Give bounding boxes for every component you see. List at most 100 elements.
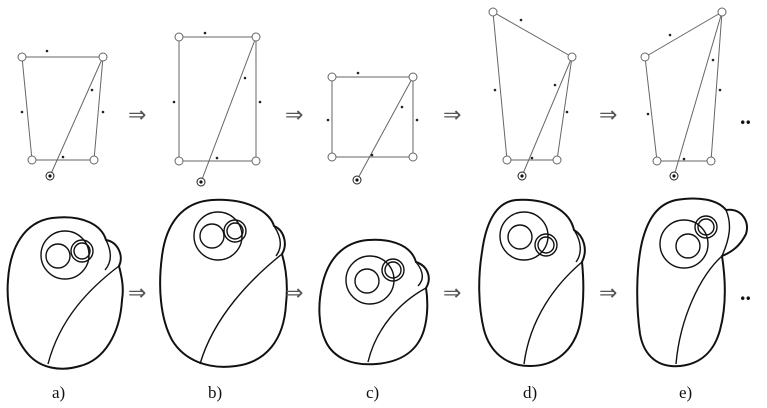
anchor-center xyxy=(520,174,524,178)
shape-outline xyxy=(6,216,124,370)
panel-label-c: c) xyxy=(366,383,379,402)
edge-midpoint xyxy=(519,18,523,22)
cage-outline xyxy=(21,56,104,161)
cage-diagonal xyxy=(356,76,414,181)
arrow-c-d: ⇒ xyxy=(443,281,461,306)
edge-midpoint xyxy=(61,155,65,159)
anchor-center xyxy=(48,174,52,178)
edge-midpoint xyxy=(370,153,374,157)
edge-midpoint xyxy=(203,31,207,35)
cage-vertex xyxy=(488,7,498,17)
edge-midpoint xyxy=(718,88,722,92)
ring-outer xyxy=(223,219,247,243)
inner-circle xyxy=(45,243,71,269)
cage-vertex xyxy=(327,72,337,82)
arrow-c-d: ⇒ xyxy=(443,103,461,128)
outer-circle xyxy=(659,219,709,269)
edge-midpoint xyxy=(243,76,247,80)
cage-vertex xyxy=(327,152,337,162)
edge-midpoint xyxy=(668,33,672,37)
ring-inner xyxy=(73,242,91,260)
cage-vertex xyxy=(717,7,727,17)
cage-vertex xyxy=(89,155,99,165)
continuation-dots: .. xyxy=(740,104,751,129)
edge-midpoint xyxy=(400,105,404,109)
cage-vertex xyxy=(502,155,512,165)
edge-midpoint xyxy=(172,100,176,104)
inner-circle xyxy=(507,224,533,250)
outer-circle xyxy=(193,211,243,261)
cage-vertex xyxy=(408,72,418,82)
cage-vertex xyxy=(251,32,261,42)
cage-d xyxy=(488,7,577,181)
cage-vertex xyxy=(567,52,577,62)
inner-circle xyxy=(675,233,701,259)
cage-b xyxy=(172,31,262,187)
cage-vertex xyxy=(640,52,650,62)
shape-bump xyxy=(415,261,423,287)
shape-e xyxy=(636,197,748,368)
cage-vertex xyxy=(552,155,562,165)
cage-diagonal xyxy=(521,56,573,177)
shape-inner-curve xyxy=(675,255,723,365)
ring-inner xyxy=(697,218,715,236)
cage-vertex xyxy=(408,152,418,162)
cage-a xyxy=(17,49,108,181)
edge-midpoint xyxy=(356,71,360,75)
shape-bump xyxy=(573,229,581,263)
arrow-b-c: ⇒ xyxy=(285,103,303,128)
shape-inner-curve xyxy=(199,253,283,365)
ring-outer xyxy=(381,258,405,282)
shape-outline xyxy=(478,198,586,368)
shape-inner-curve xyxy=(47,265,120,365)
shape-bump xyxy=(721,209,731,257)
anchor-center xyxy=(199,180,203,184)
edge-midpoint xyxy=(258,100,262,104)
cage-vertex xyxy=(652,156,662,166)
cage-diagonal xyxy=(673,11,723,177)
cage-vertex xyxy=(17,52,27,62)
edge-midpoint xyxy=(646,112,650,116)
cage-c xyxy=(326,71,419,185)
panel-label-b: b) xyxy=(208,383,222,402)
edge-midpoint xyxy=(90,88,94,92)
shape-inner-curve xyxy=(523,261,583,365)
edge-midpoint xyxy=(493,88,497,92)
edge-midpoint xyxy=(326,118,330,122)
cage-outline xyxy=(178,36,257,162)
shape-outline xyxy=(318,238,430,366)
edge-midpoint xyxy=(45,49,49,53)
shape-d xyxy=(478,198,586,368)
outer-circle xyxy=(40,230,90,280)
shape-bump xyxy=(104,239,112,271)
panel-label-a: a) xyxy=(52,383,65,402)
edge-midpoint xyxy=(553,83,557,87)
shape-a xyxy=(6,216,124,370)
arrow-a-b: ⇒ xyxy=(128,103,146,128)
edge-midpoint xyxy=(711,58,715,62)
inner-circle xyxy=(354,268,380,294)
anchor-center xyxy=(355,178,359,182)
cage-vertex xyxy=(706,156,716,166)
edge-midpoint xyxy=(530,156,534,160)
shape-inner-curve xyxy=(367,287,427,363)
edge-midpoint xyxy=(415,118,419,122)
outer-circle xyxy=(345,255,395,305)
shape-c xyxy=(318,238,430,366)
cage-e xyxy=(640,7,727,181)
ring-outer xyxy=(694,215,718,239)
arrow-a-b: ⇒ xyxy=(128,281,146,306)
shape-bump xyxy=(273,225,281,257)
cage-vertex xyxy=(98,52,108,62)
outer-circle xyxy=(499,211,549,261)
cage-vertex xyxy=(27,155,37,165)
panel-label-d: d) xyxy=(523,383,537,402)
cage-diagonal xyxy=(200,36,257,183)
panel-label-e: e) xyxy=(679,383,692,402)
cage-vertex xyxy=(174,156,184,166)
ring-outer xyxy=(70,239,94,263)
edge-midpoint xyxy=(565,110,569,114)
shape-outline xyxy=(159,198,288,368)
edge-midpoint xyxy=(101,110,105,114)
